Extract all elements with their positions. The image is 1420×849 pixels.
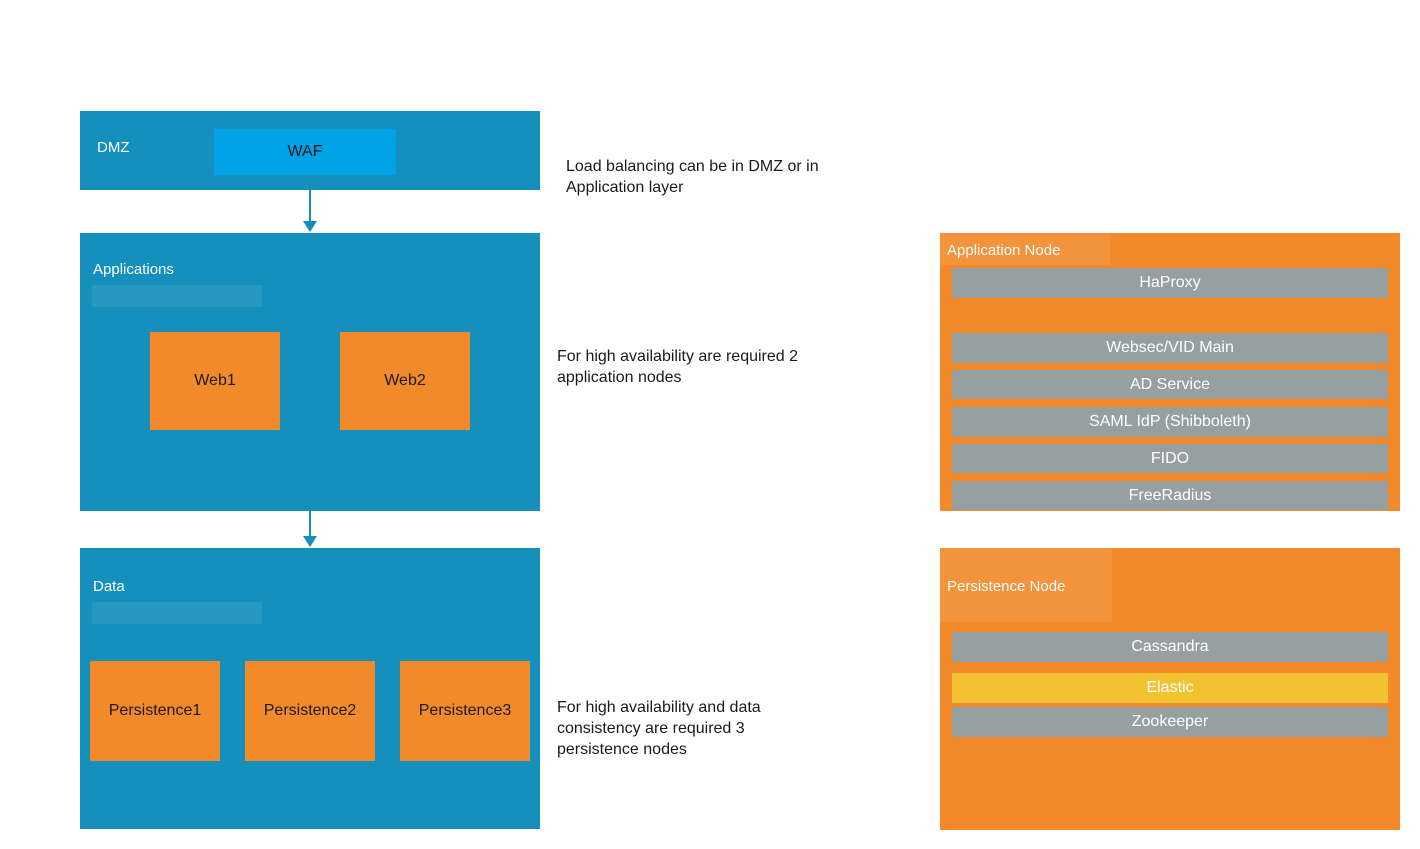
down-arrow-dmz-to-applications (303, 190, 317, 232)
service-bar-ad-service: AD Service (952, 370, 1388, 399)
service-bar-fido: FIDO (952, 444, 1388, 473)
dmz-layer-label: DMZ (97, 139, 130, 156)
service-bar-haproxy: HaProxy (952, 268, 1388, 298)
down-arrow-applications-to-data (303, 511, 317, 547)
web2-node: Web2 (340, 332, 470, 430)
persistence-node-box: Persistence Node Cassandra Elastic Zooke… (940, 548, 1400, 830)
service-bar-elastic: Elastic (952, 673, 1388, 703)
data-layer-label: Data (93, 578, 125, 595)
persistence3-node: Persistence3 (400, 661, 530, 761)
persistence2-node: Persistence2 (245, 661, 375, 761)
web1-node: Web1 (150, 332, 280, 430)
applications-layer-label: Applications (93, 261, 174, 278)
service-bar-zookeeper: Zookeeper (952, 707, 1388, 737)
data-layer-highlight (92, 602, 262, 624)
applications-layer-highlight (92, 285, 262, 307)
service-bar-websec-vid-main: Websec/VID Main (952, 333, 1388, 363)
persistence-node-title: Persistence Node (947, 578, 1066, 595)
applications-layer: Applications Web1 Web2 (80, 233, 540, 511)
service-bar-saml-idp: SAML IdP (Shibboleth) (952, 407, 1388, 437)
data-layer: Data Persistence1 Persistence2 Persisten… (80, 548, 540, 829)
waf-box: WAF (214, 129, 396, 175)
service-bar-cassandra: Cassandra (952, 632, 1388, 662)
dmz-layer: DMZ WAF (80, 111, 540, 190)
annotation-application-nodes: For high availability are required 2 app… (557, 348, 799, 386)
application-node-title: Application Node (947, 242, 1061, 259)
service-bar-freeradius: FreeRadius (952, 481, 1388, 510)
persistence1-node: Persistence1 (90, 661, 220, 761)
annotation-load-balancing: Load balancing can be in DMZ or in Appli… (566, 158, 819, 196)
application-node-box: Application Node HaProxy Websec/VID Main… (940, 233, 1400, 511)
annotation-persistence-nodes: For high availability and data consisten… (557, 699, 761, 758)
